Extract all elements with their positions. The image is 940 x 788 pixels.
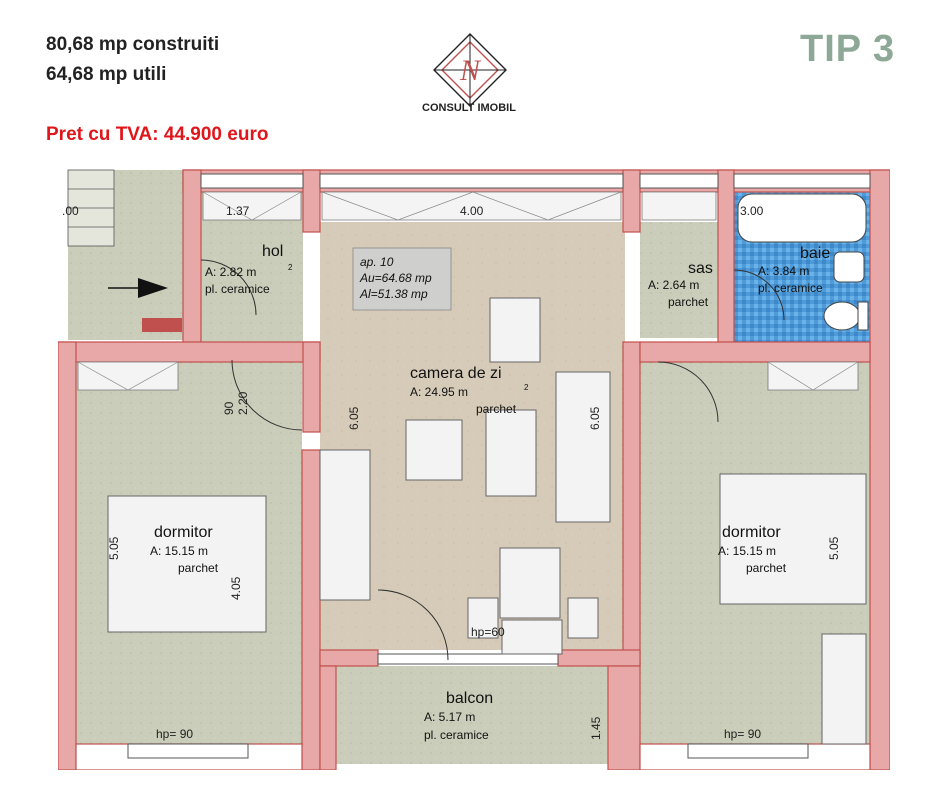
bathroom-name: baie (800, 245, 830, 262)
useful-area-text: 64,68 mp utili (46, 64, 167, 85)
right-bedroom-area: A: 15.15 m (718, 544, 776, 558)
hol-area: A: 2.82 m (205, 265, 256, 279)
right-bedroom-floor-type: parchet (746, 561, 787, 575)
brand-name: CONSULT IMOBIL (422, 102, 516, 114)
hol-floor-type: pl. ceramice (205, 282, 270, 296)
dim-hp60: hp=60 (471, 625, 505, 639)
svg-text:2: 2 (524, 383, 529, 392)
dim-hp90-right: hp= 90 (724, 727, 761, 741)
built-area-text: 80,68 mp construiti (46, 34, 220, 55)
sas-floor (640, 222, 732, 338)
apartment-info-box (352, 247, 452, 311)
info-useful-area: Au=64.68 mp (359, 271, 432, 285)
dim-left-bedroom-height-2: 4.05 (229, 576, 243, 600)
left-bedroom-name: dormitor (154, 524, 213, 541)
floor-plan: ap. 10 Au=64.68 mp Al=51.38 mp hol A: 2.… (58, 160, 890, 770)
right-bedroom-name: dormitor (722, 524, 781, 541)
dim-hol-width: 1.37 (226, 204, 250, 218)
price-text: Pret cu TVA: 44.900 euro (46, 124, 269, 145)
windows (127, 173, 871, 759)
balcony-floor (336, 666, 608, 764)
bathroom-area: A: 3.84 m (758, 264, 809, 278)
logo-letter: N (459, 54, 482, 87)
sas-name: sas (688, 260, 713, 277)
consult-imobil-logo: N (433, 33, 507, 107)
left-bedroom-floor-type: parchet (178, 561, 219, 575)
dim-left-bedroom-height: 5.05 (107, 536, 121, 560)
dim-stairs: .00 (62, 204, 79, 218)
stairs (67, 169, 115, 247)
svg-text:2: 2 (288, 263, 293, 272)
info-living-area: Al=51.38 mp (359, 287, 428, 301)
sas-floor-type: parchet (668, 295, 709, 309)
entrance-arrow (138, 278, 168, 298)
dim-right-bedroom-height: 5.05 (827, 536, 841, 560)
dim-bath-width: 3.00 (740, 204, 764, 218)
dim-hp90-left: hp= 90 (156, 727, 193, 741)
bathroom-fixtures (737, 193, 869, 331)
living-floor-type: parchet (476, 402, 517, 416)
living-furniture (319, 297, 611, 655)
living-area: A: 24.95 m (410, 385, 468, 399)
balcony-floor-type: pl. ceramice (424, 728, 489, 742)
balcony-area: A: 5.17 m (424, 710, 475, 724)
apartment-type-title: TIP 3 (800, 28, 896, 70)
sas-area: A: 2.64 m (648, 278, 699, 292)
dim-living-height-2: 6.05 (588, 406, 602, 430)
dim-balcony: 1.45 (589, 716, 603, 740)
dim-living-height: 6.05 (347, 406, 361, 430)
bedroom-furniture (107, 473, 867, 745)
doors (200, 259, 785, 661)
info-apartment: ap. 10 (360, 255, 394, 269)
hol-name: hol (262, 243, 283, 260)
balcony-name: balcon (446, 690, 493, 707)
dim-220: 2.20 (236, 391, 250, 415)
bathroom-floor-type: pl. ceramice (758, 281, 823, 295)
entrance-mat (142, 318, 182, 332)
living-name: camera de zi (410, 365, 502, 382)
left-bedroom-area: A: 15.15 m (150, 544, 208, 558)
dim-90: 90 (222, 401, 236, 415)
dim-living-width: 4.00 (460, 204, 484, 218)
